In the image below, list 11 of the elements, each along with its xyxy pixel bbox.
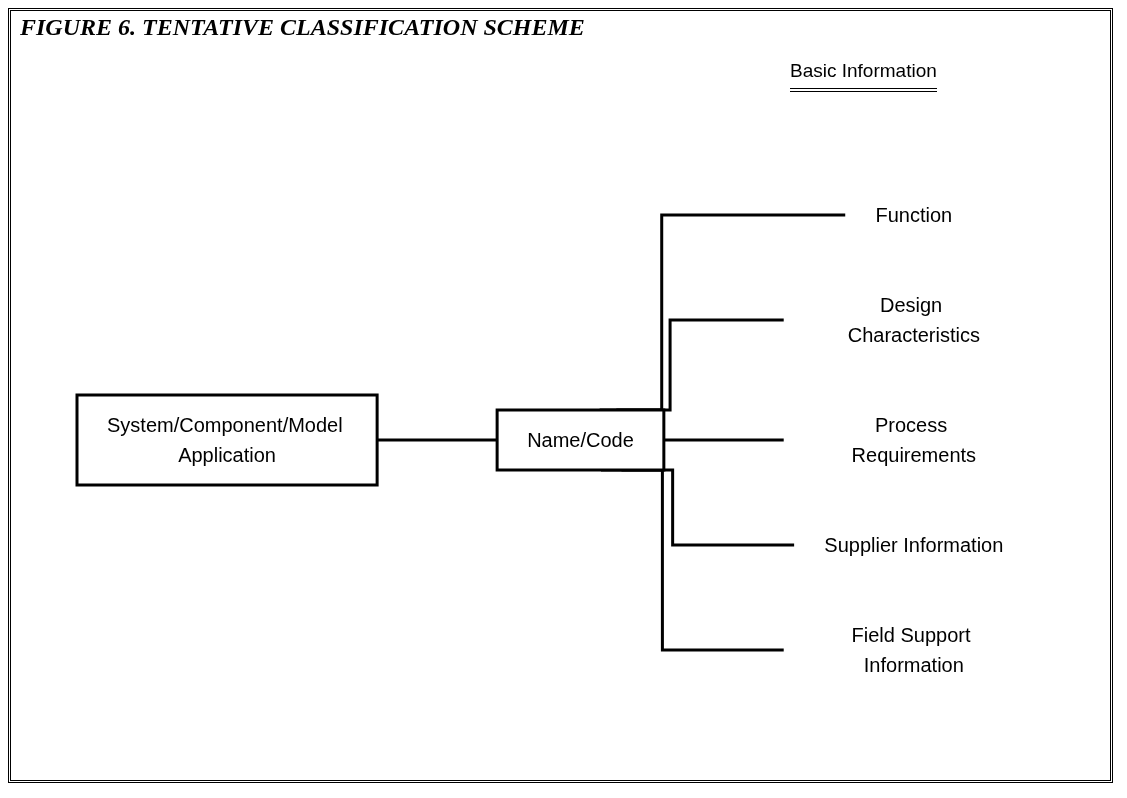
heading-label: Basic Information (790, 60, 937, 92)
connector (663, 438, 784, 442)
node-box: Name/Code (495, 408, 665, 472)
figure-title: FIGURE 6. TENTATIVE CLASSIFICATION SCHEME (20, 14, 585, 41)
node-text: Process Requirements (851, 414, 976, 466)
node-box: System/Component/Model Application (75, 393, 379, 487)
connector (376, 438, 497, 442)
node-text: Function (875, 204, 952, 226)
node-text: Design Characteristics (847, 294, 980, 346)
node-text: Field Support Information (851, 624, 971, 676)
node-text: Supplier Information (823, 534, 1003, 556)
